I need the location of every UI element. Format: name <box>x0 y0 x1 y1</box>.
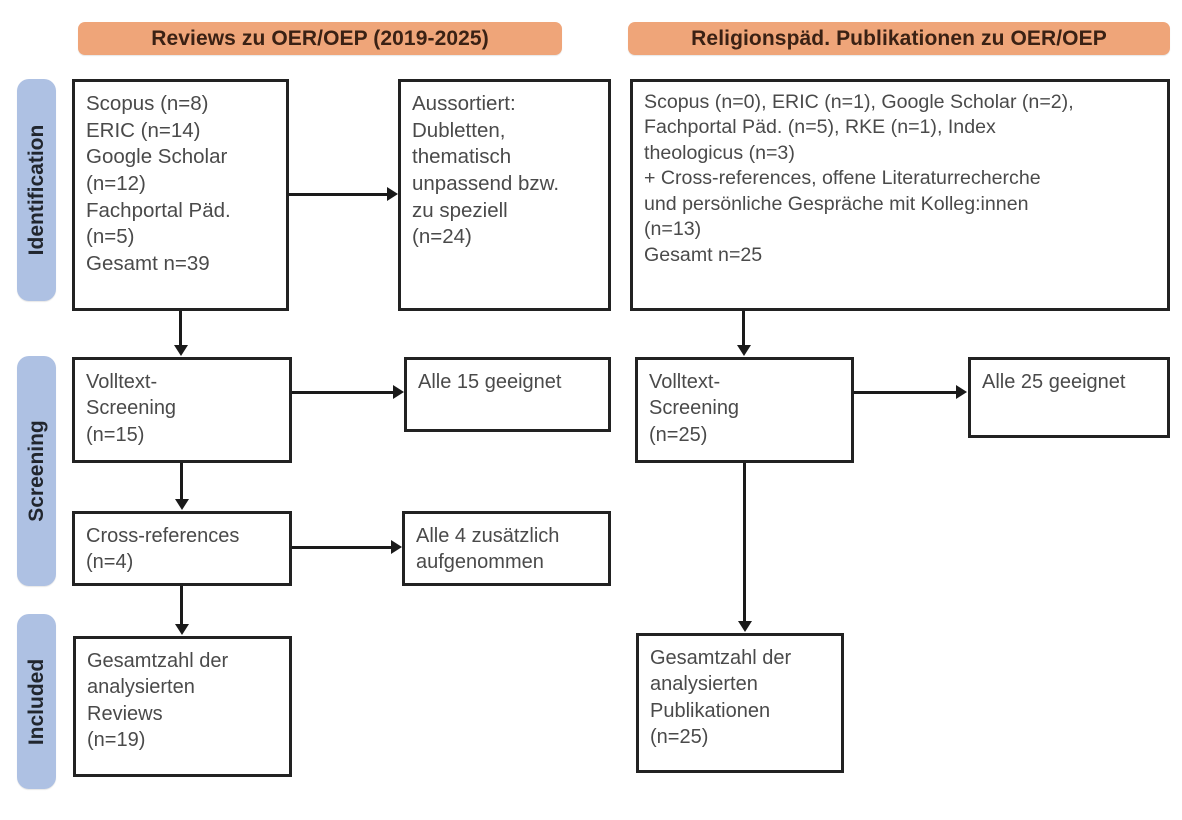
banner-left-column: Reviews zu OER/OEP (2019-2025) <box>78 22 562 55</box>
arrowhead-right-sources-to-screening <box>737 345 751 356</box>
banner-right-label: Religionspäd. Publikationen zu OER/OEP <box>691 26 1107 50</box>
connector-left-crossrefs-to-result <box>292 546 391 549</box>
box-left-included-total: Gesamtzahl der analysierten Reviews (n=1… <box>73 636 292 777</box>
arrowhead-right-screening-to-result <box>956 385 967 399</box>
box-right-fulltext-screening: Volltext- Screening (n=25) <box>635 357 854 463</box>
connector-left-sources-to-excluded <box>289 193 387 196</box>
arrowhead-left-sources-to-excluded <box>387 187 398 201</box>
box-right-identification-sources: Scopus (n=0), ERIC (n=1), Google Scholar… <box>630 79 1170 311</box>
box-left-cross-references-result: Alle 4 zusätzlich aufgenommen <box>402 511 611 586</box>
stage-pill-screening: Screening <box>17 356 56 586</box>
banner-right-column: Religionspäd. Publikationen zu OER/OEP <box>628 22 1170 55</box>
banner-left-label: Reviews zu OER/OEP (2019-2025) <box>151 26 489 50</box>
box-left-cross-references: Cross-references (n=4) <box>72 511 292 586</box>
stage-pill-identification: Identification <box>17 79 56 301</box>
connector-right-sources-to-screening <box>742 311 745 345</box>
arrowhead-right-screening-to-included <box>738 621 752 632</box>
connector-left-screening-to-result <box>292 391 393 394</box>
arrowhead-left-crossrefs-to-included <box>175 624 189 635</box>
arrowhead-left-crossrefs-to-result <box>391 540 402 554</box>
stage-pill-identification-label: Identification <box>24 124 48 256</box>
connector-left-crossrefs-to-included <box>180 586 183 624</box>
arrowhead-left-sources-to-screening <box>174 345 188 356</box>
box-left-identification-sources: Scopus (n=8) ERIC (n=14) Google Scholar … <box>72 79 289 311</box>
box-left-fulltext-result: Alle 15 geeignet <box>404 357 611 432</box>
stage-pill-screening-label: Screening <box>24 420 48 522</box>
arrowhead-left-screening-to-crossrefs <box>175 499 189 510</box>
box-right-fulltext-result: Alle 25 geeignet <box>968 357 1170 438</box>
arrowhead-left-screening-to-result <box>393 385 404 399</box>
connector-left-sources-to-screening <box>179 311 182 345</box>
box-right-included-total: Gesamtzahl der analysierten Publikatione… <box>636 633 844 773</box>
stage-pill-included-label: Included <box>24 658 48 745</box>
stage-pill-included: Included <box>17 614 56 789</box>
connector-left-screening-to-crossrefs <box>180 463 183 499</box>
box-left-fulltext-screening: Volltext- Screening (n=15) <box>72 357 292 463</box>
connector-right-screening-to-included <box>743 463 746 621</box>
box-left-excluded: Aussortiert: Dubletten, thematisch unpas… <box>398 79 611 311</box>
connector-right-screening-to-result <box>854 391 956 394</box>
